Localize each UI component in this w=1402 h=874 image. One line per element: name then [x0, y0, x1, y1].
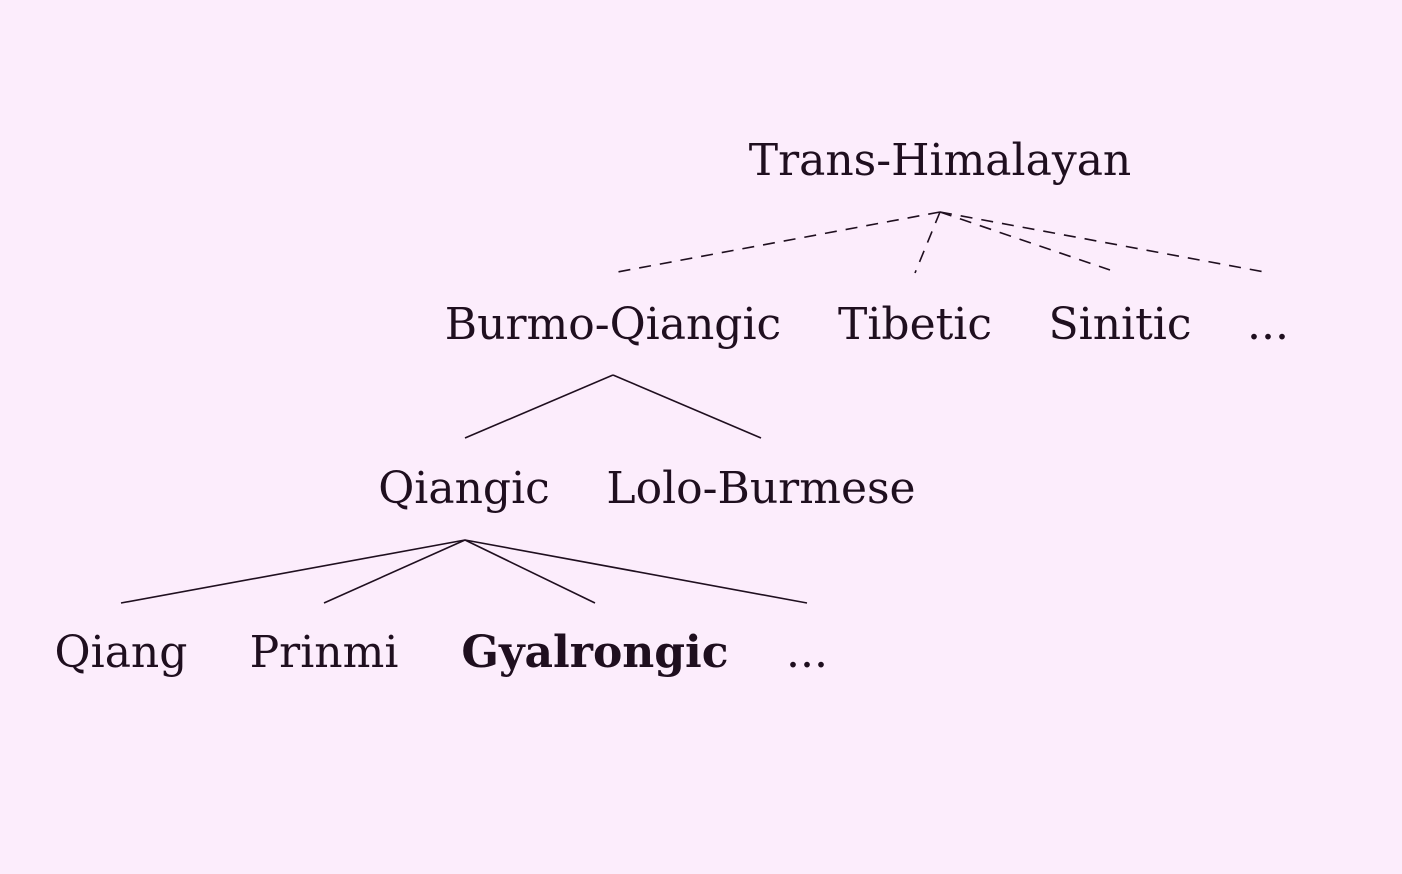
edge-burmo-qiangic-lolo-burmese: [612, 374, 762, 439]
node-burmo-qiangic: Burmo-Qiangic: [445, 299, 781, 350]
edge-root-burmo-qiangic: [611, 211, 941, 274]
edge-root-sinitic: [939, 211, 1111, 271]
node-lolo-burmese: Lolo-Burmese: [606, 463, 915, 514]
node-gyalrongic: Gyalrongic: [461, 627, 728, 678]
node-level1-more: ...: [1247, 299, 1289, 350]
node-prinmi: Prinmi: [250, 627, 399, 678]
node-sinitic: Sinitic: [1048, 299, 1191, 350]
node-tibetic: Tibetic: [838, 299, 992, 350]
edge-qiangic-qiang: [120, 539, 466, 604]
edge-qiangic-prinmi: [323, 539, 466, 604]
edge-qiangic-gyalrongic: [464, 539, 596, 604]
edge-burmo-qiangic-qiangic: [464, 374, 614, 439]
burmo-qiangic-edges: [464, 374, 762, 439]
root-edges: [611, 211, 1271, 274]
qiangic-edges: [120, 539, 808, 604]
node-trans-himalayan: Trans-Himalayan: [749, 135, 1132, 186]
edge-root-more: [939, 211, 1271, 274]
edge-root-tibetic: [914, 211, 941, 274]
node-qiangic: Qiangic: [378, 463, 550, 514]
node-qiang: Qiang: [55, 627, 188, 678]
node-level3-more: ...: [786, 627, 828, 678]
edge-qiangic-more: [464, 539, 808, 604]
